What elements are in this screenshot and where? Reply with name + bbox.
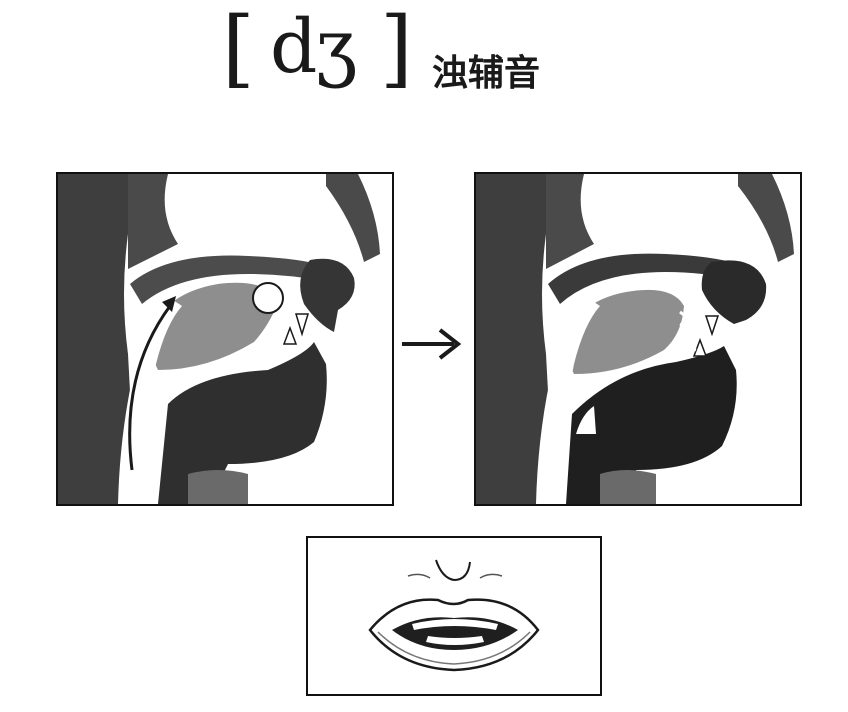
sound-type-label: 浊辅音 xyxy=(432,53,541,94)
friction-lines-icon xyxy=(679,310,699,352)
right-arrow-icon xyxy=(402,328,462,360)
lips-illustration-frame xyxy=(306,536,602,696)
mouth-diagram-release xyxy=(474,172,802,506)
curved-airflow-arrow-icon xyxy=(128,296,176,471)
lips-illustration xyxy=(368,559,540,672)
bracket-close: ] xyxy=(380,0,413,97)
bracket-open: [ xyxy=(222,0,255,97)
mouth-diagram-closure xyxy=(56,172,394,506)
phonetic-symbol: dʒ xyxy=(270,4,357,90)
title: [ dʒ ] 浊辅音 xyxy=(220,0,640,110)
mouth-section-release-illustration xyxy=(476,174,794,504)
mouth-section-closure-illustration xyxy=(58,174,380,504)
